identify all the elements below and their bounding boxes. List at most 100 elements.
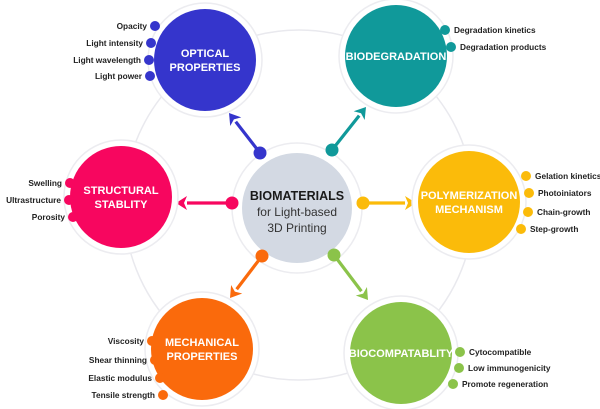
hub-circle xyxy=(242,153,352,263)
sub-item-label: Light wavelength xyxy=(73,55,141,65)
arrow-shaft xyxy=(235,255,264,291)
sub-item-label: Viscosity xyxy=(108,336,145,346)
hub-subtitle-line2: 3D Printing xyxy=(267,221,326,235)
hub-subtitle-line1: for Light-based xyxy=(257,205,337,219)
sub-item: Light intensity xyxy=(86,38,156,48)
arrow-shaft xyxy=(332,254,363,293)
sub-item-label: Degradation products xyxy=(460,42,547,52)
bullet-dot-icon xyxy=(146,38,156,48)
arrow-biodegradation xyxy=(330,107,366,151)
hub-connector-dot xyxy=(225,196,239,210)
node-circle xyxy=(70,146,172,248)
node-circle xyxy=(418,151,520,253)
bullet-dot-icon xyxy=(524,188,534,198)
sub-item: Viscosity xyxy=(108,336,157,346)
node-biodegradation[interactable]: BIODEGRADATION Degradation kineticsDegrad… xyxy=(338,0,547,114)
sub-item-label: Low immunogenicity xyxy=(468,363,551,373)
arrow-head-icon xyxy=(229,113,242,126)
arrow-optical-properties xyxy=(229,113,262,154)
node-polymerization-mechanism[interactable]: POLYMERIZATION MECHANISM Gelation kinetics… xyxy=(411,144,600,260)
arrow-head-icon xyxy=(355,287,368,300)
node-label: STABLITY xyxy=(95,199,149,211)
arrow-polymerization-mechanism xyxy=(363,196,416,210)
sub-item-label: Step-growth xyxy=(530,224,578,234)
sub-item: Step-growth xyxy=(516,224,578,234)
hub-dots-layer xyxy=(225,143,370,263)
bullet-dot-icon xyxy=(158,390,168,400)
bullet-dot-icon xyxy=(454,363,464,373)
hub-connector-dot xyxy=(253,146,267,160)
bullet-dot-icon xyxy=(446,42,456,52)
sub-item-label: Photoiniators xyxy=(538,188,592,198)
hub-connector-dot xyxy=(325,143,339,157)
hub-connector-dot xyxy=(356,196,370,210)
arrow-shaft xyxy=(330,114,361,151)
sub-item: Photoiniators xyxy=(524,188,592,198)
node-label: MECHANICAL xyxy=(165,337,239,349)
bullet-dot-icon xyxy=(150,355,160,365)
sub-item-label: Cytocompatible xyxy=(469,347,532,357)
sub-item-label: Chain-growth xyxy=(537,207,590,217)
sub-item: Tensile strength xyxy=(92,390,168,400)
node-circle xyxy=(350,302,452,404)
bullet-dot-icon xyxy=(155,373,165,383)
node-label: STRUCTURAL xyxy=(83,185,158,197)
arrows-layer xyxy=(176,107,416,300)
arrow-head-icon xyxy=(353,107,366,120)
node-label: PROPERTIES xyxy=(167,351,238,363)
hub-connector-dot xyxy=(255,249,269,263)
sub-item-label: Tensile strength xyxy=(92,390,155,400)
sub-item-label: Ultrastructure xyxy=(6,195,61,205)
node-structural-stablity[interactable]: STRUCTURAL STABLITY SwellingUltrastructure… xyxy=(6,139,179,255)
node-label: BIODEGRADATION xyxy=(346,51,447,63)
node-label: MECHANISM xyxy=(435,204,503,216)
bullet-dot-icon xyxy=(147,336,157,346)
sub-item: Promote regeneration xyxy=(448,379,548,389)
bullet-dot-icon xyxy=(144,55,154,65)
sub-item: Chain-growth xyxy=(523,207,590,217)
sub-item: Low immunogenicity xyxy=(454,363,551,373)
bullet-dot-icon xyxy=(440,25,450,35)
sub-item-label: Light power xyxy=(95,71,143,81)
sub-item: Degradation products xyxy=(446,42,547,52)
sub-item-label: Gelation kinetics xyxy=(535,171,600,181)
bullet-dot-icon xyxy=(521,171,531,181)
sub-item-label: Elastic modulus xyxy=(88,373,152,383)
sub-item-label: Swelling xyxy=(28,178,62,188)
bullet-dot-icon xyxy=(516,224,526,234)
bullet-dot-icon xyxy=(64,195,74,205)
node-label: BIOCOMPATABLITY xyxy=(349,348,454,360)
node-label: POLYMERIZATION xyxy=(421,190,518,202)
sub-item: Gelation kinetics xyxy=(521,171,600,181)
sub-item: Light power xyxy=(95,71,155,81)
sub-item: Elastic modulus xyxy=(88,373,165,383)
sub-item-label: Promote regeneration xyxy=(462,379,548,389)
sub-item: Cytocompatible xyxy=(455,347,532,357)
node-label: OPTICAL xyxy=(181,48,230,60)
arrow-head-icon xyxy=(405,196,416,210)
arrow-biocompatablity xyxy=(332,254,368,300)
hub[interactable]: BIOMATERIALS for Light-based 3D Printing xyxy=(231,142,363,274)
arrow-shaft xyxy=(234,120,262,154)
node-circle xyxy=(345,5,447,107)
bullet-dot-icon xyxy=(448,379,458,389)
bullet-dot-icon xyxy=(145,71,155,81)
bullet-dot-icon xyxy=(150,21,160,31)
sub-item: Degradation kinetics xyxy=(440,25,536,35)
sub-item: Light wavelength xyxy=(73,55,154,65)
node-circle xyxy=(154,9,256,111)
arrow-head-icon xyxy=(176,196,187,210)
arrow-structural-stablity xyxy=(176,196,232,210)
bullet-dot-icon xyxy=(455,347,465,357)
sub-item: Porosity xyxy=(32,212,78,222)
bullet-dot-icon xyxy=(65,178,75,188)
sub-item-label: Degradation kinetics xyxy=(454,25,536,35)
sub-item: Opacity xyxy=(117,21,160,31)
hub-connector-dot xyxy=(327,248,341,262)
node-circle xyxy=(151,298,253,400)
